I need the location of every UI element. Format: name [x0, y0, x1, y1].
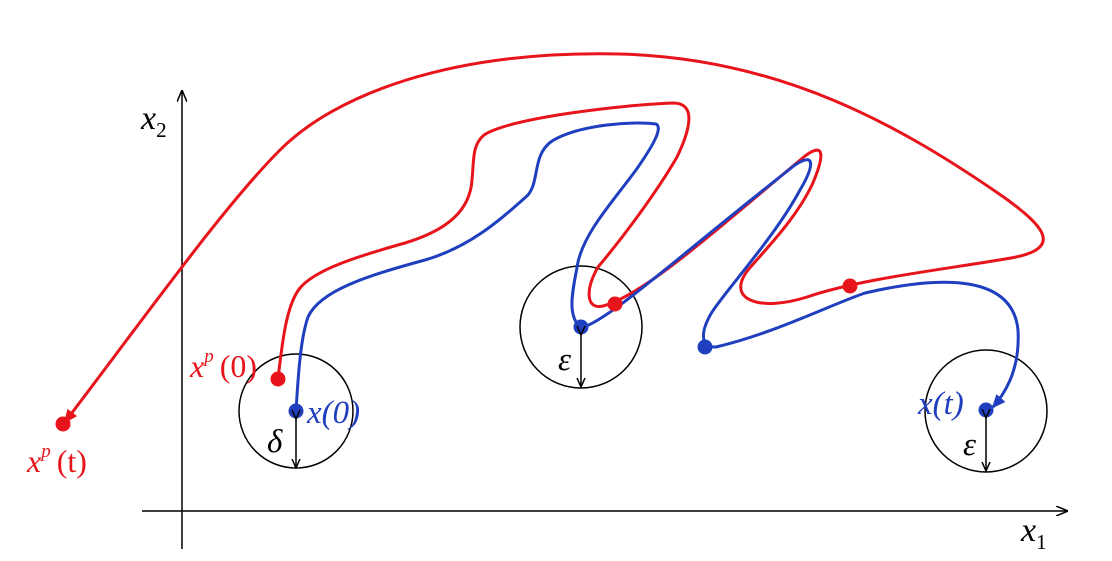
x-axis-label: x1: [1020, 512, 1047, 554]
nominal-trajectory: [294, 121, 1020, 412]
y-axis-label-base: x: [140, 100, 156, 137]
nominal-start-label: x(0): [306, 395, 360, 431]
x-axis-label-base: x: [1020, 512, 1036, 549]
end-neighbourhood-circle: [924, 349, 1048, 473]
perturbed-mid-dot: [607, 296, 623, 312]
perturbed-end-label-superscript: p: [39, 441, 51, 462]
perturbed-start-label-argument: (0): [220, 348, 257, 384]
perturbed-end-dot: [55, 416, 71, 432]
perturbed-start-label-base: x: [189, 348, 204, 384]
nominal-end-label: x(t): [917, 386, 964, 422]
perturbed-start-dot: [270, 371, 286, 387]
perturbed-late-dot: [842, 278, 858, 294]
perturbed-start-label: xp (0): [189, 346, 257, 384]
perturbed-trajectory: [63, 52, 1045, 424]
nominal-late-dot: [697, 339, 713, 355]
nominal-start-dot: [288, 403, 304, 419]
y-axis-label-subscript: 2: [156, 118, 167, 142]
y-axis-label: x2: [140, 100, 167, 142]
perturbed-end-label-base: x: [26, 443, 41, 479]
epsilon-middle-label: ε: [558, 342, 571, 378]
perturbed-end-label: xp (t): [26, 441, 87, 479]
perturbed-start-label-superscript: p: [202, 346, 214, 367]
perturbed-end-label-argument: (t): [57, 443, 87, 479]
middle-neighbourhood-circle: [519, 265, 643, 389]
epsilon-end-label: ε: [963, 427, 976, 463]
delta-label: δ: [267, 424, 283, 460]
x-axis-label-subscript: 1: [1036, 530, 1047, 554]
nominal-end-dot: [978, 402, 994, 418]
nominal-mid-dot: [573, 319, 589, 335]
